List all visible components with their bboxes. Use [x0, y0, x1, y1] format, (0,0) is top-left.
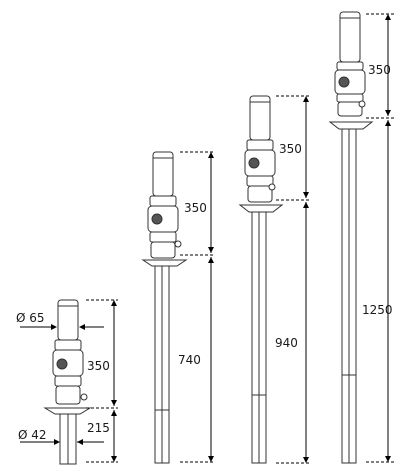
pump-1250: 350 1250	[328, 11, 394, 464]
pump-740: 350 740	[141, 151, 214, 464]
pump-215-dimensions	[20, 299, 118, 463]
motor-height-label: 350	[87, 359, 110, 373]
pump-1250-dimensions	[366, 13, 394, 463]
pump-215: Ø 65 350 215 Ø 42	[16, 299, 118, 465]
pump-740-dimensions	[180, 151, 214, 463]
pump-940-drawing	[238, 95, 284, 464]
diameter-top-label: Ø 65	[16, 311, 45, 325]
pump-940: 350 940	[238, 95, 310, 464]
motor-height-label: 350	[368, 63, 391, 77]
tube-length-label: 740	[178, 353, 201, 367]
tube-length-label: 215	[87, 421, 110, 435]
pump-740-drawing	[141, 151, 188, 464]
motor-height-label: 350	[184, 201, 207, 215]
pump-215-drawing	[43, 299, 92, 465]
tube-length-label: 1250	[362, 303, 393, 317]
pump-940-dimensions	[276, 95, 310, 464]
diameter-tube-label: Ø 42	[18, 428, 47, 442]
pump-1250-drawing	[328, 11, 374, 464]
motor-height-label: 350	[279, 142, 302, 156]
tube-length-label: 940	[275, 336, 298, 350]
